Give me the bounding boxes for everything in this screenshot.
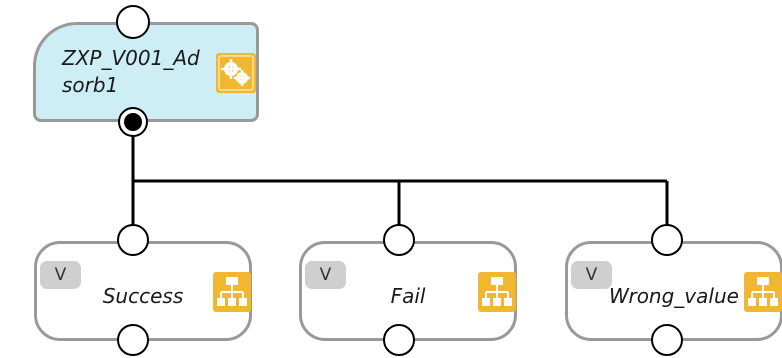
wrong-value-input-port[interactable] xyxy=(650,223,684,257)
gears-icon xyxy=(216,53,256,93)
start-node[interactable]: ZXP_V001_Ad sorb1 xyxy=(33,22,259,122)
version-badge: V xyxy=(305,261,346,289)
hierarchy-icon xyxy=(744,272,782,312)
start-node-label-line1: ZXP_V001_Ad xyxy=(62,46,200,70)
start-node-label-line2: sorb1 xyxy=(62,73,119,97)
hierarchy-icon xyxy=(478,272,516,312)
version-badge: V xyxy=(40,261,81,289)
hierarchy-icon xyxy=(213,272,251,312)
wrong-value-output-port[interactable] xyxy=(650,323,684,357)
start-node-label: ZXP_V001_Ad sorb1 xyxy=(62,45,200,99)
fail-output-port[interactable] xyxy=(382,323,416,357)
start-input-port[interactable] xyxy=(115,2,151,42)
success-node-label: Success xyxy=(102,284,184,308)
fail-node-label: Fail xyxy=(390,284,426,308)
success-input-port[interactable] xyxy=(116,223,150,257)
success-node[interactable]: V Success xyxy=(34,241,252,341)
version-badge: V xyxy=(571,261,612,289)
success-output-port[interactable] xyxy=(116,323,150,357)
fail-input-port[interactable] xyxy=(382,223,416,257)
start-output-port[interactable] xyxy=(117,106,149,138)
wrong-value-node-label: Wrong_value xyxy=(609,284,739,308)
